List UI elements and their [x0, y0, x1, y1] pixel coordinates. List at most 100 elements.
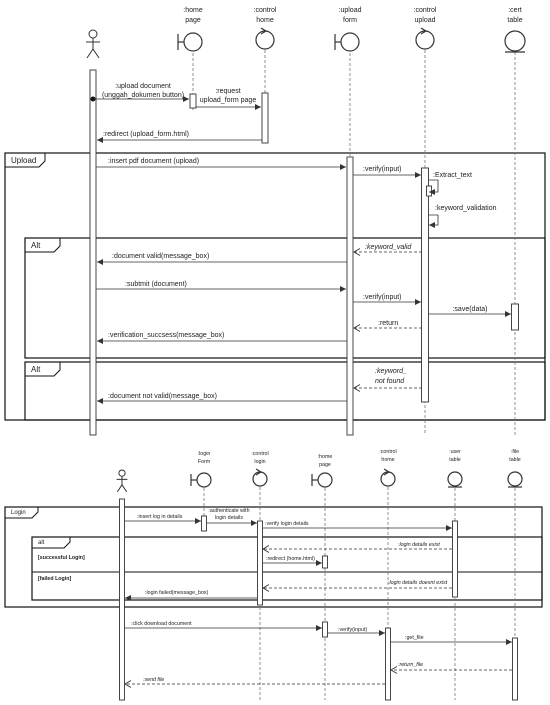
activation-home-page — [322, 555, 328, 569]
messages: :upload document (unggah_dokumen button):… — [90, 83, 512, 684]
message-label: :authenticate with — [208, 508, 249, 514]
message-label: :save(data) — [452, 306, 487, 313]
participant-label: :login — [198, 451, 211, 457]
message-label: :login details doesnt exist — [388, 580, 448, 586]
activation-home-page — [189, 93, 197, 109]
lifelines — [192, 50, 516, 700]
message-label: :insert log in details — [137, 514, 183, 520]
participant-label: Form — [198, 459, 211, 465]
participant-label: :control — [251, 451, 268, 457]
boundary-icon — [334, 32, 360, 52]
message-label: :document not valid(message_box) — [108, 393, 217, 400]
activation-file-table — [512, 637, 518, 701]
entity-icon — [504, 30, 526, 53]
message-label: :click download document — [131, 621, 192, 627]
frame-upload: Upload — [4, 152, 546, 421]
participant-label: table — [449, 457, 461, 463]
participant-label: :file — [511, 449, 519, 455]
control-icon — [380, 468, 396, 487]
message-label: :keyword_validation — [435, 205, 497, 212]
message-label: :verify(input) — [363, 166, 402, 173]
self-message-arrow — [429, 179, 439, 195]
boundary-icon — [177, 32, 203, 52]
participant-label: form — [343, 17, 357, 24]
participant-label: :control — [414, 7, 437, 14]
participant-label: login — [254, 459, 265, 465]
activation-control-login — [257, 520, 263, 606]
activation-home-page — [322, 621, 328, 638]
control-icon — [415, 27, 435, 50]
participant-label: page — [185, 17, 201, 24]
participant-label: home — [381, 457, 394, 463]
participant-label: table — [507, 17, 522, 24]
actor-icon — [86, 29, 100, 59]
participant-label: :user — [449, 449, 461, 455]
message-label: :verification_succsess(message_box) — [108, 332, 224, 339]
message-label: :redirect (upload_form.html) — [103, 131, 189, 138]
frame-label: Alt — [31, 365, 41, 374]
guard-failed-login: [failed Login] — [38, 576, 71, 582]
activation-control-upload — [426, 185, 432, 197]
message-label: :login failed(message_box) — [145, 590, 209, 596]
participant-label: :upload — [339, 7, 362, 14]
message-label: :login details exist — [398, 542, 440, 548]
activation-actor — [89, 69, 97, 436]
activation-control-home — [261, 92, 269, 144]
message-label: :insert pdf document (upload) — [108, 158, 199, 165]
frame-label: alt — [38, 540, 45, 546]
participant-label: :control — [379, 449, 396, 455]
control-icon — [252, 468, 268, 487]
message-label: :return — [378, 320, 398, 327]
participant-label: :home — [318, 454, 333, 460]
message-label: login details — [215, 515, 243, 521]
entity-icon — [447, 471, 463, 488]
activation-user-table — [452, 520, 458, 598]
control-icon — [255, 27, 275, 50]
frame-alt: Alt — [24, 361, 546, 421]
participant-label: home — [256, 17, 274, 24]
message-label: :Extract_text — [433, 172, 472, 179]
message-label: :verify(input) — [363, 294, 402, 301]
boundary-icon — [190, 472, 212, 488]
activation-control-upload — [421, 167, 429, 403]
activation-control-home — [385, 627, 391, 701]
message-label: (unggah_dokumen button) — [102, 92, 184, 99]
participant-label: page — [319, 462, 331, 468]
message-label: upload_form page — [200, 97, 257, 104]
frame-alt: Alt — [24, 237, 546, 359]
message-label: :keyword_valid — [365, 244, 412, 251]
message-label: :document valid(message_box) — [112, 253, 209, 260]
actor-icon — [116, 469, 128, 493]
participant-label: :home — [183, 7, 203, 14]
message-label: :redirect (home.html) — [266, 556, 315, 562]
message-label: :return_file — [398, 662, 423, 668]
activation-cert-table — [511, 303, 519, 331]
participant-icons: :home page :control home :upload form :control… — [86, 7, 526, 493]
frame-label: Login — [11, 510, 26, 516]
message-label: :verify login details — [265, 521, 309, 527]
message-label: :send file — [143, 677, 164, 683]
message-label: :get_file — [405, 635, 424, 641]
activation-login-form — [201, 515, 207, 532]
participant-label: :cert — [508, 7, 522, 14]
message-label: :verify(input) — [338, 627, 367, 633]
message-label: not found — [375, 378, 405, 385]
activation-actor — [119, 498, 125, 701]
frame-label: Alt — [31, 241, 41, 250]
entity-icon — [507, 471, 523, 488]
frame-label: Upload — [11, 156, 36, 165]
participant-label: upload — [414, 17, 435, 24]
participant-label: table — [509, 457, 521, 463]
boundary-icon — [311, 472, 333, 488]
self-message-arrow — [429, 214, 439, 228]
message-label: :upload document — [115, 83, 171, 90]
message-label: :keyword_ — [375, 368, 407, 375]
message-label: :request — [215, 88, 240, 95]
guard-successful-login: [successful Login] — [38, 555, 85, 561]
frame-alt: alt — [31, 536, 543, 601]
participant-label: :control — [254, 7, 277, 14]
message-label: :subtmit (document) — [125, 281, 187, 288]
activation-upload-form — [346, 156, 354, 436]
